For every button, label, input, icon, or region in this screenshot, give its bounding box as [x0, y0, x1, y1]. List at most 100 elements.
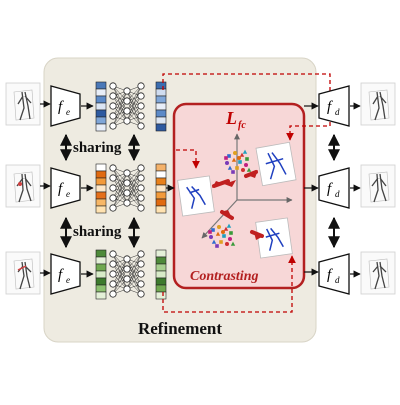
net-node	[123, 199, 131, 207]
refined-blue-cell	[155, 123, 167, 132]
cluster-point	[228, 237, 232, 241]
cluster-point	[211, 228, 215, 232]
feature-orange-cell	[95, 191, 107, 200]
cluster-point	[208, 230, 212, 234]
net-edge	[112, 172, 128, 199]
feature-orange-cell	[95, 184, 107, 193]
cluster-point	[239, 152, 245, 157]
net-node	[109, 102, 117, 110]
encoder-2-sub: e	[66, 189, 70, 199]
net-node	[109, 164, 117, 172]
cluster-point	[211, 239, 217, 244]
feature-green-cell	[95, 277, 107, 286]
net-edge	[112, 172, 128, 209]
net-node	[137, 164, 145, 172]
net-node	[123, 117, 131, 125]
refined-blue-cell	[155, 81, 167, 90]
pose-card-lower-right	[255, 217, 293, 259]
cluster-point	[227, 154, 231, 158]
refined-green-cell	[155, 270, 167, 279]
contrasting-label: Contrasting	[190, 269, 258, 284]
net-edge	[126, 263, 142, 290]
sharing-label-1: sharing	[73, 140, 122, 156]
cluster-point	[238, 160, 242, 164]
net-node	[109, 204, 117, 212]
refined-blue-cell	[155, 116, 167, 125]
net-node	[109, 194, 117, 202]
feature-orange-cell	[95, 177, 107, 186]
refined-feature-vector-green	[155, 249, 167, 300]
net-edge	[126, 95, 142, 122]
net-node	[123, 97, 131, 105]
refined-blue-cell	[155, 102, 167, 111]
net-node	[123, 275, 131, 283]
feature-blue-cell	[95, 109, 107, 118]
feature-cluster-upper	[224, 149, 252, 174]
net-node	[109, 290, 117, 298]
feature-green-cell	[95, 284, 107, 293]
pose-input-3-icon	[5, 251, 41, 295]
encoder-2-label: f	[58, 181, 64, 197]
net-node	[109, 184, 117, 192]
net-node	[109, 92, 117, 100]
cluster-point	[222, 234, 226, 238]
net-edge	[126, 85, 142, 112]
decoder-1: f d	[318, 85, 350, 127]
feature-blue-cell	[95, 102, 107, 111]
cluster-point	[217, 225, 221, 229]
net-node	[137, 290, 145, 298]
refined-orange-cell	[155, 184, 167, 193]
loss-subscript: fc	[238, 120, 246, 131]
cluster-point	[235, 166, 239, 170]
net-node	[137, 92, 145, 100]
refined-green-cell	[155, 256, 167, 265]
pose-card-upper-right	[255, 141, 297, 187]
net-node	[137, 270, 145, 278]
refined-green-cell	[155, 284, 167, 293]
contrast-arrow-shafts	[212, 170, 264, 238]
refined-green-cell	[155, 277, 167, 286]
net-node	[109, 112, 117, 120]
net-node	[109, 280, 117, 288]
net-node	[109, 270, 117, 278]
net-node	[137, 260, 145, 268]
feature-orange-cell	[95, 198, 107, 207]
refined-orange-cell	[155, 205, 167, 214]
refined-feature-vector-blue	[155, 81, 167, 132]
net-node	[137, 174, 145, 182]
net-node	[109, 250, 117, 258]
pose-output-3-icon	[360, 251, 396, 295]
net-node	[123, 179, 131, 187]
net-node	[137, 204, 145, 212]
cluster-point	[233, 151, 237, 155]
encoder-1-sub: e	[66, 107, 70, 117]
pose-card-left	[177, 175, 215, 217]
encoder-3-sub: e	[66, 275, 70, 285]
net-node	[123, 189, 131, 197]
net-node	[137, 102, 145, 110]
net-edge	[126, 177, 142, 204]
net-node	[137, 112, 145, 120]
net-node	[109, 260, 117, 268]
net-edge	[126, 85, 142, 122]
decoder-3-sub: d	[335, 275, 340, 285]
dashed-feedback-bottom	[162, 255, 296, 313]
cluster-point	[223, 226, 229, 231]
net-node	[137, 250, 145, 258]
pose-output-2-icon	[360, 164, 396, 208]
pose-input-1-icon	[5, 82, 41, 126]
feature-blue-cell	[95, 88, 107, 97]
cluster-point	[224, 156, 228, 160]
net-node	[123, 255, 131, 263]
net-node	[137, 122, 145, 130]
refined-green-cell	[155, 249, 167, 258]
feature-blue-cell	[95, 95, 107, 104]
feature-orange-cell	[95, 163, 107, 172]
encoder-3: f e	[50, 253, 81, 295]
encoder-2: f e	[50, 167, 81, 209]
cluster-point	[229, 231, 233, 235]
net-edge	[112, 268, 128, 295]
cluster-point	[215, 244, 219, 248]
net-node	[123, 107, 131, 115]
